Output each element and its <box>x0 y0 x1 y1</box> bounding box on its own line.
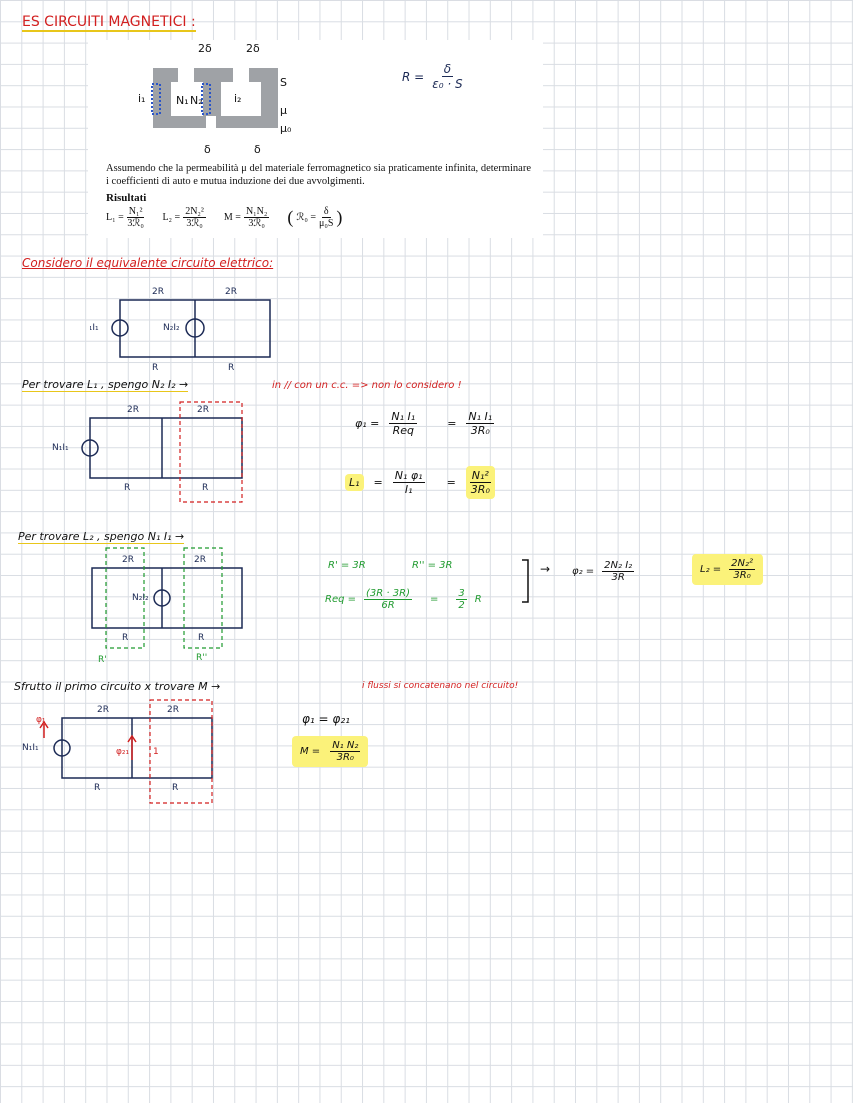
page-title: ES CIRCUITI MAGNETICI : <box>22 14 196 32</box>
s1-bottom-left: R <box>152 363 158 372</box>
coil-n2 <box>201 83 211 115</box>
equivalent-circuit: 2R 2R R R N₁I₁ N₂I₂ <box>90 287 271 372</box>
r2-value: R'' = 3R <box>412 560 453 571</box>
core-top-gap-right <box>233 56 249 82</box>
core-window-left <box>171 82 203 116</box>
s4-phi21: φ₂₁ <box>116 747 130 757</box>
s4-mark: 1 <box>153 747 159 757</box>
s3-bottom-right: R <box>198 633 204 643</box>
section2-note: in // con un c.c. => non lo considero ! <box>272 380 462 391</box>
problem-text: Assumendo che la permeabilità μ del mate… <box>106 163 531 187</box>
coil-n1 <box>151 83 161 115</box>
s2-bottom-left: R <box>124 483 130 493</box>
s3-part2: R'' <box>196 653 207 663</box>
s3-bottom-left: R <box>122 633 128 643</box>
s4-bottom-left: R <box>94 783 100 793</box>
s3-top-right: 2R <box>194 555 206 565</box>
s4-top-right: 2R <box>167 705 179 715</box>
core-window-right <box>221 82 261 116</box>
label-gap-top-right: 2δ <box>246 42 260 55</box>
s3-part1: R' <box>98 655 107 665</box>
s2-bottom-right: R <box>202 483 208 493</box>
label-n2: N₂ <box>190 94 203 107</box>
section2-heading: Per trovare L₁ , spengo N₂ I₂ → <box>22 378 189 392</box>
label-gap-top-left: 2δ <box>198 42 212 55</box>
s4-top-left: 2R <box>97 705 109 715</box>
section4-heading: Sfrutto il primo circuito x trovare M → <box>14 680 221 693</box>
s3-top-left: 2R <box>122 555 134 565</box>
label-s: S <box>280 76 287 89</box>
reference-figure: 2δ 2δ i₁ N₁ N₂ i₂ S μ μ₀ δ δ Assumendo c… <box>88 40 543 238</box>
s2-top-left: 2R <box>127 405 139 415</box>
r1-value: R' = 3R <box>328 560 366 571</box>
s1-src1: N₁I₁ <box>90 323 99 333</box>
section1-heading: Considero il equivalente circuito elettr… <box>22 256 274 270</box>
s2-top-right: 2R <box>197 405 209 415</box>
label-mu: μ <box>280 104 287 117</box>
s1-top-right: 2R <box>225 287 237 297</box>
label-mu0: μ₀ <box>280 122 292 135</box>
bracket <box>522 559 529 603</box>
arrow: → <box>540 562 551 576</box>
s1-bottom-right: R <box>228 363 234 372</box>
circuit-l1: 2R 2R R R N₁I₁ <box>52 401 243 503</box>
magnetic-core-diagram: 2δ 2δ i₁ N₁ N₂ i₂ S μ μ₀ δ δ <box>138 42 292 155</box>
label-n1: N₁ <box>176 94 189 107</box>
circuit-m: 2R 2R R R N₁I₁ φ₁ φ₂₁ 1 <box>22 699 213 804</box>
phi-relation: φ₁ = φ₂₁ <box>302 712 350 726</box>
s4-src: N₁I₁ <box>22 743 39 753</box>
label-i1: i₁ <box>138 92 145 105</box>
circuit-l2: 2R 2R R R N₂I₂ R' R'' <box>91 547 243 665</box>
s2-src: N₁I₁ <box>52 443 69 453</box>
s1-src2: N₂I₂ <box>163 323 180 333</box>
s4-phi1: φ₁ <box>36 715 46 725</box>
label-gap-bottom-right: δ <box>254 143 261 155</box>
s1-top-left: 2R <box>152 287 164 297</box>
s3-src: N₂I₂ <box>132 593 149 603</box>
core-top-gap-left <box>178 56 194 82</box>
label-i2: i₂ <box>234 92 241 105</box>
core-bottom-gap <box>206 116 216 132</box>
section3-heading: Per trovare L₂ , spengo N₁ I₁ → <box>18 530 185 544</box>
results-heading: Risultati <box>106 192 147 204</box>
s4-bottom-right: R <box>172 783 178 793</box>
label-gap-bottom-left: δ <box>204 143 211 155</box>
section4-note: i flussi si concatenano nel circuito! <box>362 681 519 691</box>
